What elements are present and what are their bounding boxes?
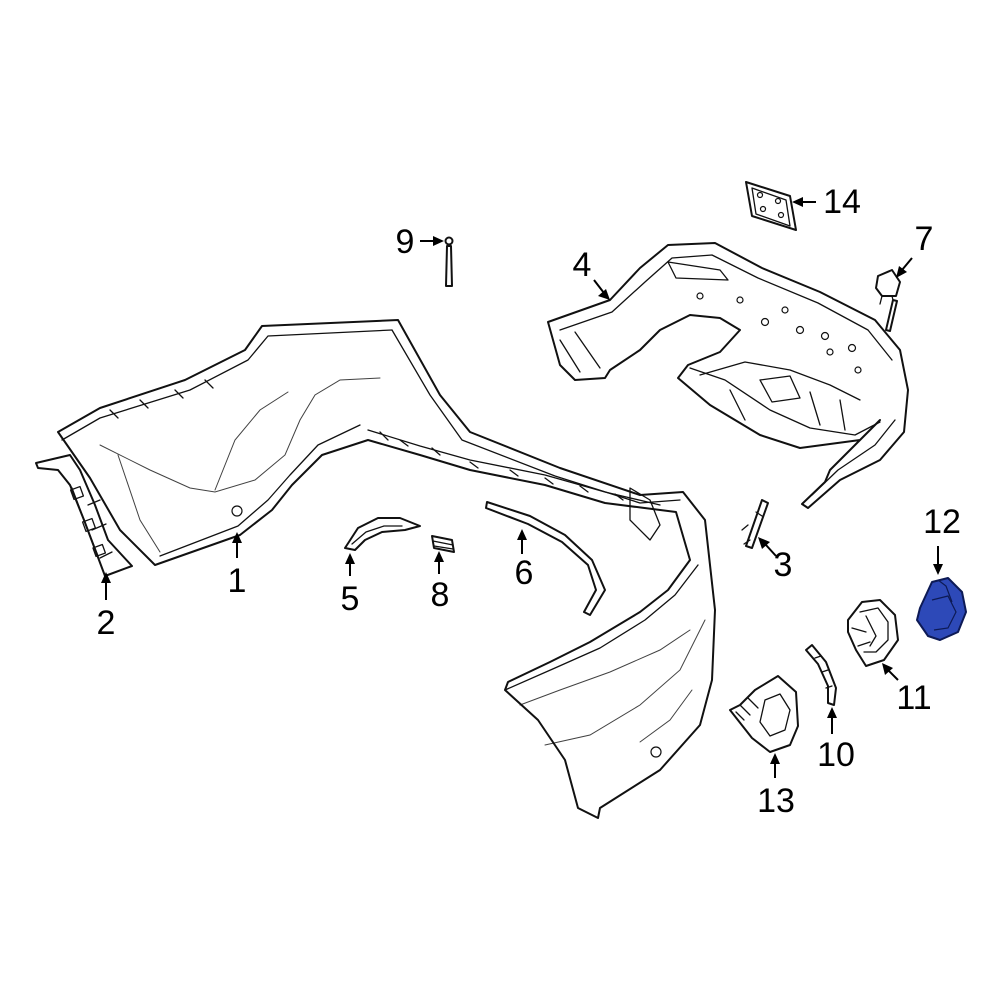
exhaust-tip-cover-part[interactable] bbox=[916, 577, 967, 641]
leader-7 bbox=[901, 257, 913, 271]
leader-4 bbox=[593, 279, 605, 294]
callout-5[interactable]: 5 bbox=[341, 580, 360, 618]
small-insert-part[interactable] bbox=[431, 535, 455, 553]
callout-12[interactable]: 12 bbox=[923, 503, 961, 541]
bracket-clip-part[interactable] bbox=[741, 499, 769, 549]
callout-11[interactable]: 11 bbox=[896, 679, 931, 717]
trim-bracket-part[interactable] bbox=[344, 517, 421, 551]
callout-4[interactable]: 4 bbox=[573, 246, 592, 284]
exhaust-guide-part[interactable] bbox=[729, 675, 799, 753]
callout-leaders bbox=[101, 197, 943, 778]
trim-strip-part[interactable] bbox=[805, 644, 837, 706]
license-plate-bracket-part[interactable] bbox=[745, 181, 797, 231]
exhaust-bracket-part[interactable] bbox=[847, 599, 899, 667]
callout-labels: 1 2 3 4 5 6 7 8 9 10 11 12 13 14 bbox=[97, 183, 961, 820]
callout-13[interactable]: 13 bbox=[757, 782, 795, 820]
callout-2[interactable]: 2 bbox=[97, 604, 116, 642]
callout-14[interactable]: 14 bbox=[823, 183, 861, 221]
leader-3 bbox=[765, 544, 777, 557]
bumper-cover-part[interactable] bbox=[57, 319, 716, 819]
callout-3[interactable]: 3 bbox=[774, 546, 793, 584]
callout-8[interactable]: 8 bbox=[431, 576, 450, 614]
callout-6[interactable]: 6 bbox=[515, 554, 534, 592]
valance-part[interactable] bbox=[547, 242, 909, 509]
lower-molding-part[interactable] bbox=[485, 501, 606, 616]
tow-pin-part[interactable] bbox=[444, 236, 454, 287]
leader-11 bbox=[887, 669, 899, 681]
callout-10[interactable]: 10 bbox=[817, 736, 855, 774]
callout-7[interactable]: 7 bbox=[915, 220, 934, 258]
callout-9[interactable]: 9 bbox=[396, 223, 415, 261]
sensor-harness-part[interactable] bbox=[875, 269, 901, 332]
callout-1[interactable]: 1 bbox=[228, 562, 247, 600]
